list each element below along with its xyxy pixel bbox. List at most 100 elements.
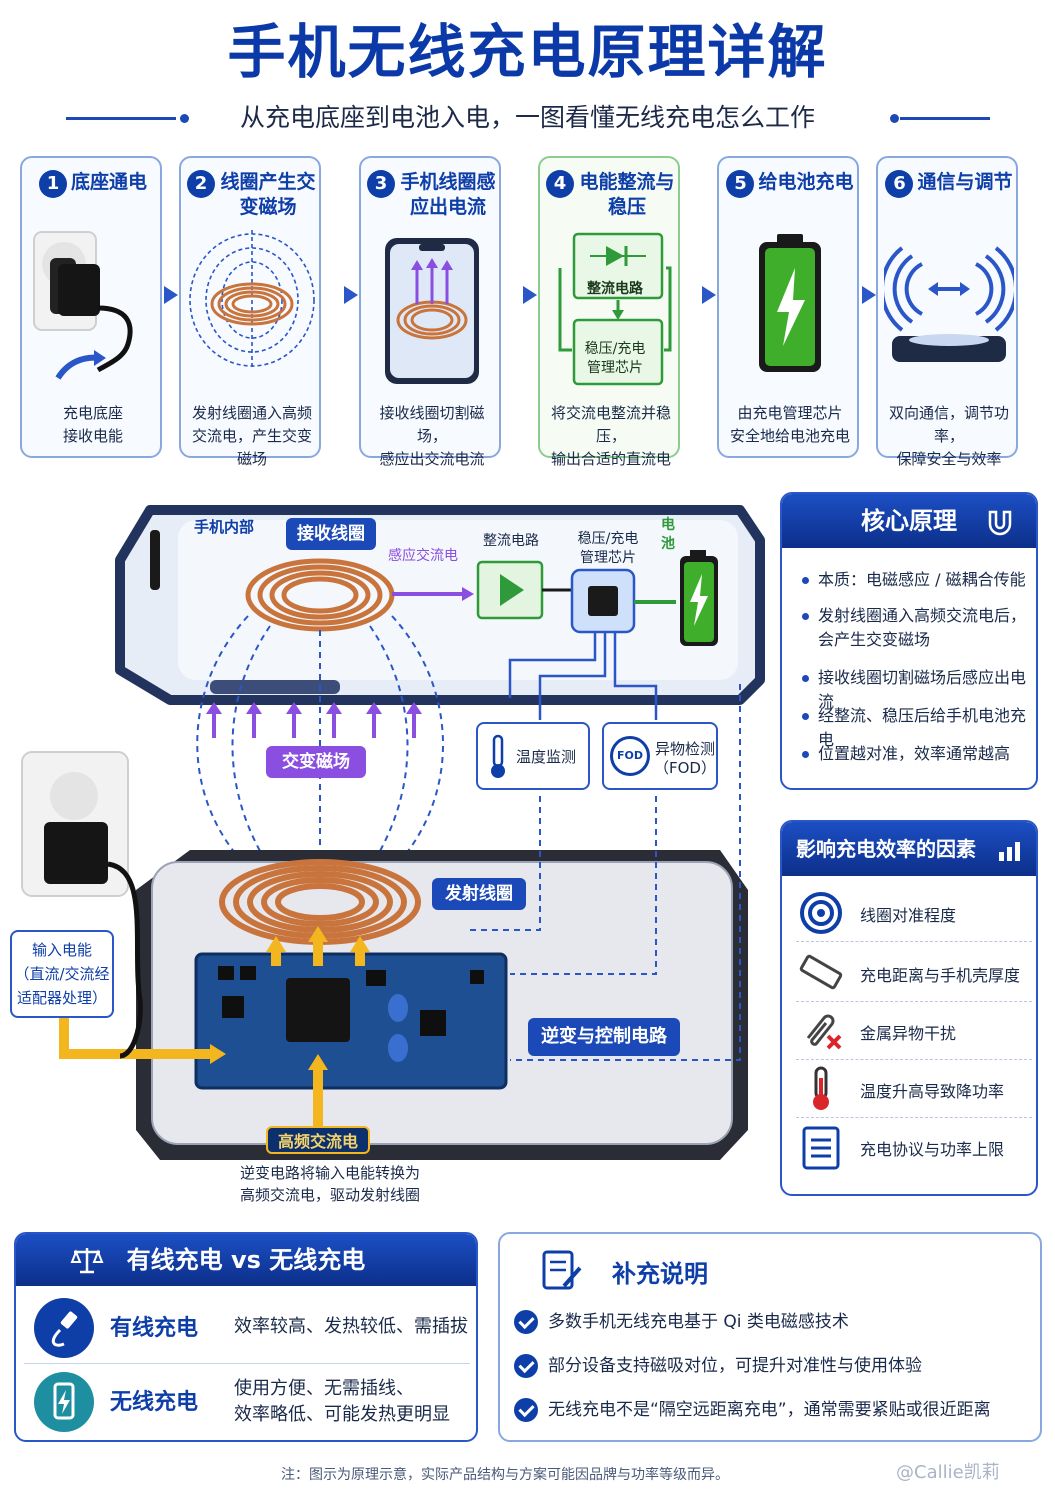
subtitle-dot-right (890, 114, 899, 123)
input-power-label: 输入电能 （直流/交流经 适配器处理） (14, 941, 110, 1007)
temperature-monitor-label: 温度监测 (516, 748, 577, 766)
factor-label: 金属异物干扰 (860, 1024, 957, 1043)
factor-item: 线圈对准程度 (796, 884, 1032, 942)
core-item: 本质：电磁感应 / 磁耦合传能 (802, 568, 1032, 592)
fod-label: 异物检测 （FOD） (654, 740, 716, 777)
core-principle-title: 核心原理 (782, 494, 1036, 548)
foreign-object-detection-box: FOD 异物检测 （FOD） (602, 722, 718, 790)
step-title: 给电池充电 (758, 171, 854, 193)
subtitle-rule-left (66, 117, 176, 120)
balance-scale-icon (70, 1248, 104, 1274)
supplement-text: 无线充电不是“隔空远距离充电”，通常需要紧贴或很近距离 (548, 1400, 991, 1420)
step-number: 4 (546, 170, 574, 198)
step-desc: 将交流电整流并稳压， 输出合适的直流电 (550, 404, 671, 468)
wall-outlet-charger-icon (33, 231, 133, 380)
subtitle-rule-right (900, 117, 990, 120)
step-desc: 充电底座 接收电能 (62, 404, 123, 445)
check-icon (514, 1354, 538, 1378)
subtitle-dot-left (180, 114, 189, 123)
wireless-communication-icon (884, 246, 1014, 362)
flow-arrow-icon (702, 286, 716, 304)
factor-item: 充电协议与功率上限 (796, 1118, 1032, 1176)
factor-item: 温度升高导致降功率 (796, 1060, 1032, 1118)
feedback-lines-icon (508, 632, 658, 720)
supplement-item: 部分设备支持磁吸对位，可提升对准性与使用体验 (514, 1354, 1040, 1378)
controller-chip-icon (286, 978, 350, 1042)
input-power-box: 输入电能 （直流/交流经 适配器处理） (10, 930, 114, 1018)
core-item: 经整流、稳压后给手机电池充电 (802, 704, 1032, 752)
phone-receive-coil-icon (385, 238, 479, 384)
factor-label: 充电协议与功率上限 (860, 1140, 1005, 1159)
supplement-panel: 补充说明 多数手机无线充电基于 Qi 类电磁感技术 部分设备支持磁吸对位，可提升… (498, 1232, 1042, 1442)
factor-item: 充电距离与手机壳厚度 (796, 944, 1032, 1002)
factor-item: 金属异物干扰 (796, 1002, 1032, 1060)
step-title: 手机线圈感应出电流 (400, 171, 496, 218)
hf-ac-label: 高频交流电 (266, 1126, 370, 1154)
comparison-row-wired: 有线充电 效率较高、发热较低、需插拔 (24, 1292, 470, 1364)
capacitor-icon (388, 1034, 408, 1062)
check-icon (514, 1398, 538, 1422)
coil-magnetic-field-icon (189, 230, 315, 370)
outlet-socket-icon (50, 772, 98, 820)
step-title: 通信与调节 (917, 171, 1013, 193)
battery-charging-icon (759, 234, 821, 372)
field-arrow-heads-icon (206, 702, 422, 714)
step-number: 2 (187, 170, 215, 198)
temperature-monitor-box: 温度监测 (476, 722, 590, 790)
supplement-item: 无线充电不是“隔空远距离充电”，通常需要紧贴或很近距离 (514, 1398, 1040, 1422)
page-subtitle: 从充电底座到电池入电，一图看懂无线充电怎么工作 (239, 103, 815, 132)
magnetic-field-lines-icon (196, 615, 444, 871)
flow-arrow-icon (164, 286, 178, 304)
alternating-field-label: 交变磁场 (266, 746, 366, 778)
inverter-control-label: 逆变与控制电路 (528, 1018, 680, 1056)
capacitor-icon (388, 994, 408, 1022)
factor-label: 线圈对准程度 (860, 906, 957, 925)
supplement-text: 多数手机无线充电基于 Qi 类电磁感技术 (548, 1312, 849, 1332)
bar-chart-icon (999, 842, 1020, 861)
core-principle-panel: 核心原理 本质：电磁感应 / 磁耦合传能 发射线圈通入高频交流电后， 会产生交变… (780, 492, 1038, 790)
flow-arrow-icon (523, 286, 537, 304)
main-diagram (21, 505, 765, 1160)
footnote: 注：图示为原理示意，实际产品结构与方案可能因品牌与功率等级而异。 (281, 1467, 729, 1483)
step-number: 6 (885, 170, 914, 198)
supplement-text: 部分设备支持磁吸对位，可提升对准性与使用体验 (548, 1356, 922, 1376)
induced-current-arrow-head-icon (462, 587, 474, 601)
comparison-panel: 有线充电 vs 无线充电 有线充电 效率较高、发热较低、需插拔 无线充电 使用方… (14, 1232, 478, 1442)
cable-plug-icon (34, 1298, 94, 1358)
magnet-icon (988, 510, 1012, 536)
ruler-icon (799, 954, 843, 990)
thermometer-icon (491, 734, 505, 778)
step-title: 电能整流与稳压 (579, 171, 675, 218)
step-number: 3 (367, 170, 395, 198)
fod-icon: FOD (610, 736, 650, 776)
rectifier-regulator-icon (558, 232, 672, 386)
rectifier-label: 整流电路 (483, 533, 539, 549)
step-title: 底座通电 (70, 171, 147, 193)
comparison-title: 有线充电 vs 无线充电 (16, 1234, 476, 1286)
phone-port (210, 680, 340, 694)
core-item: 位置越对准，效率通常越高 (802, 742, 1032, 766)
step-desc: 双向通信，调节功率， 保障安全与效率 (888, 404, 1009, 468)
factor-label: 充电距离与手机壳厚度 (860, 966, 1021, 985)
control-pcb-icon (194, 952, 508, 1090)
regulator-box-label: 稳压/充电 管理芯片 (584, 341, 646, 376)
flow-arrow-icon (862, 286, 876, 304)
adapter-cable-icon (107, 861, 143, 1059)
comparison-desc: 效率较高、发热较低、需插拔 (234, 1316, 468, 1337)
battery-label: 电 池 (661, 517, 675, 552)
step-number: 1 (38, 170, 67, 198)
pcb-components-icon (218, 966, 484, 1036)
efficiency-factors-panel: 影响充电效率的因素 线圈对准程度 充电距离与手机壳厚度 金属异物干扰 温度升高导… (780, 820, 1038, 1196)
receive-coil-label: 接收线圈 (286, 518, 376, 550)
phone-side-button (150, 530, 160, 590)
comparison-name: 有线充电 (110, 1316, 199, 1341)
page-title: 手机无线充电原理详解 (227, 18, 828, 86)
step-desc: 发射线圈通入高频 交流电，产生交变磁场 (191, 404, 312, 468)
core-item: 接收线圈切割磁场后感应出电流 (802, 666, 1032, 714)
induced-ac-label: 感应交流电 (388, 548, 458, 564)
